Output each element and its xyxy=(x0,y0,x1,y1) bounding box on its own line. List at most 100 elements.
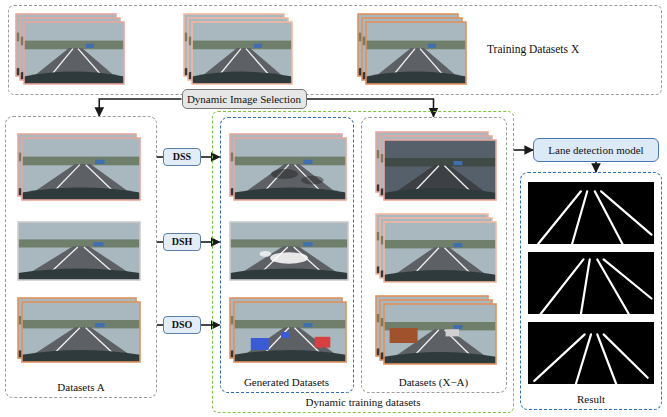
glare-spot xyxy=(270,252,308,264)
photo-frame xyxy=(230,222,348,280)
detected-lane xyxy=(604,259,652,298)
connector xyxy=(201,156,220,158)
node-label: Datasets (X−A) xyxy=(362,376,506,389)
connector xyxy=(201,324,220,326)
photo-trees xyxy=(230,239,348,247)
detected-lane xyxy=(572,191,587,244)
photo-sky xyxy=(230,222,348,280)
photo-road xyxy=(234,164,346,200)
node-label: Datasets A xyxy=(6,381,156,394)
method-box: DSO xyxy=(163,316,201,334)
node-label: Training Datasets X xyxy=(487,43,579,56)
photo-road xyxy=(192,48,292,84)
photo-sky xyxy=(384,140,496,200)
photo-frame xyxy=(234,138,346,200)
dataset-group: Datasets A xyxy=(5,116,157,398)
method-box: DSS xyxy=(163,148,201,166)
road-sign xyxy=(303,323,312,327)
photo-road xyxy=(22,164,140,200)
detected-lane xyxy=(597,334,616,384)
photo-sky xyxy=(384,222,496,282)
road-sign xyxy=(95,160,104,164)
photo-sky xyxy=(192,22,292,84)
photo-trees xyxy=(22,157,140,166)
node-label: Dynamic Image Selection xyxy=(183,93,306,106)
road-sign xyxy=(94,242,104,246)
photo-trees xyxy=(234,157,346,166)
car-hood xyxy=(230,268,348,280)
model-box: Lane detection model xyxy=(533,138,659,162)
car-hood xyxy=(384,352,496,364)
photo-sky xyxy=(234,302,346,362)
occlusion-block xyxy=(315,337,331,348)
photo-frame xyxy=(18,222,140,280)
photo-trees xyxy=(24,41,124,50)
photo-road xyxy=(230,246,348,280)
road-sign xyxy=(254,44,262,48)
photo-trees xyxy=(18,239,140,247)
photo-trees xyxy=(366,41,466,50)
node-label: DSS xyxy=(164,151,200,163)
car-shape xyxy=(446,329,459,336)
car-hood xyxy=(234,350,346,362)
photo-trees xyxy=(234,320,346,328)
photo-sky xyxy=(22,302,140,362)
car-hood xyxy=(384,188,496,200)
car-hood xyxy=(18,268,140,280)
photo-frame xyxy=(384,140,496,200)
dataset-group: Training Datasets X xyxy=(8,5,662,95)
car-hood xyxy=(234,188,346,200)
photo-road xyxy=(234,327,346,362)
connector xyxy=(201,241,220,243)
detected-lane xyxy=(604,334,648,377)
result-panel xyxy=(528,252,654,314)
detected-lane xyxy=(534,334,584,381)
photo-road xyxy=(384,165,496,200)
road-sign xyxy=(453,243,462,247)
photo-sky xyxy=(18,222,140,280)
photo-sky xyxy=(24,22,124,84)
result-panel xyxy=(528,322,654,384)
photo-road xyxy=(18,246,140,280)
road-sign xyxy=(303,242,312,246)
photo-sky xyxy=(234,138,346,200)
connector xyxy=(514,149,533,151)
car-hood xyxy=(384,270,496,282)
photo-frame xyxy=(366,22,466,84)
process-box: Dynamic Image Selection xyxy=(182,89,307,109)
car-hood xyxy=(24,72,124,84)
node-label: Dynamic training datasets xyxy=(213,396,513,409)
detected-lane xyxy=(601,191,651,234)
photo-road xyxy=(366,48,466,84)
shadow-blob xyxy=(271,169,298,179)
result-group: Result xyxy=(520,172,662,410)
training-group: Dynamic training datasetsGenerated Datas… xyxy=(212,111,514,413)
photo-frame xyxy=(22,302,140,362)
photo-trees xyxy=(384,158,496,166)
road-sign xyxy=(303,160,312,164)
connector xyxy=(99,99,181,116)
photo-road xyxy=(22,327,140,362)
dataset-group: Datasets (X−A) xyxy=(361,117,507,393)
photo-sky xyxy=(22,138,140,200)
method-box: DSH xyxy=(163,233,201,251)
connector xyxy=(595,162,597,172)
node-label: DSO xyxy=(164,319,200,331)
photo-frame xyxy=(192,22,292,84)
node-label: Result xyxy=(521,393,661,406)
photo-trees xyxy=(384,240,496,248)
photo-frame xyxy=(24,22,124,84)
car-hood xyxy=(366,72,466,84)
photo-trees xyxy=(192,41,292,50)
road-sign xyxy=(453,325,462,329)
photo-road xyxy=(24,48,124,84)
car-shape xyxy=(390,328,418,343)
photo-sky xyxy=(384,304,496,364)
node-label: DSH xyxy=(164,236,200,248)
detected-lane xyxy=(541,259,584,314)
road-sign xyxy=(453,161,462,165)
photo-road xyxy=(384,247,496,282)
result-panel xyxy=(528,182,654,244)
